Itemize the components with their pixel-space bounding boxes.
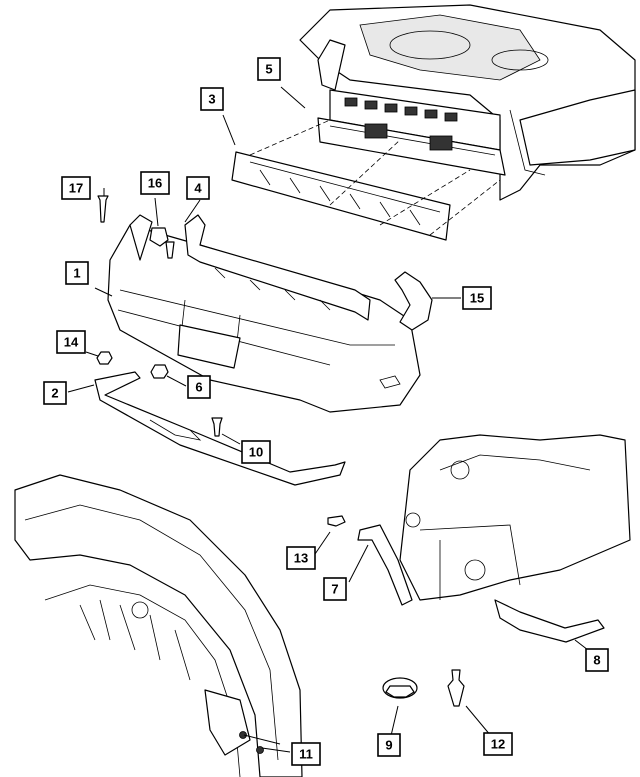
callout-label: 7 bbox=[331, 582, 338, 597]
callout-label: 9 bbox=[385, 738, 392, 753]
lower-valance-illustration bbox=[94, 371, 346, 486]
callout-label: 12 bbox=[491, 737, 505, 752]
callout-1: 1 bbox=[65, 261, 89, 285]
rear-reinforcement-illustration bbox=[317, 117, 506, 176]
callout-label: 13 bbox=[294, 551, 308, 566]
leader-lines bbox=[67, 86, 589, 753]
callout-label: 6 bbox=[195, 380, 202, 395]
callout-label: 2 bbox=[51, 386, 58, 401]
callout-label: 17 bbox=[69, 181, 83, 196]
upper-bracket-illustration bbox=[184, 214, 433, 331]
fascia-interior-inset-illustration bbox=[14, 474, 303, 777]
rear-fascia-illustration bbox=[107, 214, 421, 413]
quarter-panel-inset-illustration bbox=[327, 434, 631, 643]
callout-label: 11 bbox=[299, 747, 313, 762]
callout-10: 10 bbox=[241, 440, 271, 464]
callout-16: 16 bbox=[140, 171, 170, 195]
callout-label: 4 bbox=[194, 181, 202, 196]
nut-and-rivet-illustration bbox=[382, 669, 465, 707]
callout-13: 13 bbox=[286, 546, 316, 570]
callout-8: 8 bbox=[585, 648, 609, 672]
callout-9: 9 bbox=[377, 733, 401, 757]
callout-label: 3 bbox=[208, 92, 215, 107]
callout-label: 15 bbox=[470, 291, 484, 306]
small-fasteners-illustration bbox=[96, 195, 223, 437]
callout-11: 11 bbox=[291, 742, 321, 766]
callout-17: 17 bbox=[61, 176, 91, 200]
callout-14: 14 bbox=[56, 330, 86, 354]
callout-6: 6 bbox=[187, 375, 211, 399]
callout-label: 8 bbox=[593, 653, 600, 668]
energy-absorber-illustration bbox=[231, 119, 501, 241]
vehicle-rear-body-illustration bbox=[299, 4, 636, 201]
callout-4: 4 bbox=[186, 176, 210, 200]
callout-7: 7 bbox=[323, 577, 347, 601]
callout-2: 2 bbox=[43, 381, 67, 405]
callout-15: 15 bbox=[462, 286, 492, 310]
callout-3: 3 bbox=[200, 87, 224, 111]
callout-12: 12 bbox=[483, 732, 513, 756]
callout-label: 5 bbox=[265, 62, 272, 77]
callout-label: 1 bbox=[73, 266, 80, 281]
callout-label: 10 bbox=[249, 445, 263, 460]
callout-5: 5 bbox=[257, 57, 281, 81]
callout-label: 14 bbox=[64, 335, 79, 350]
callout-label: 16 bbox=[148, 176, 162, 191]
